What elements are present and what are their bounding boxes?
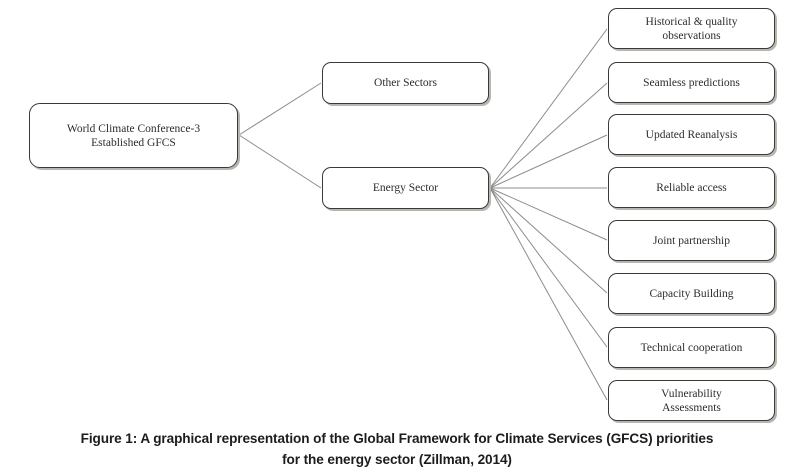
figure-caption-line1: Figure 1: A graphical representation of … xyxy=(80,431,714,446)
node-leaf-1-line1: Historical & quality xyxy=(645,15,738,28)
node-root-label-line1: World Climate Conference-3 xyxy=(66,122,201,135)
node-leaf-1-line2: observations xyxy=(662,29,721,42)
node-leaf-2-label: Seamless predictions xyxy=(643,76,740,89)
edge-energy-to-leaf-5 xyxy=(489,187,608,241)
node-updated-reanalysis: Updated Reanalysis xyxy=(608,114,775,155)
edge-energy-to-leaf-7 xyxy=(489,187,608,348)
edge-root-to-other-sectors xyxy=(238,82,322,136)
node-capacity-building: Capacity Building xyxy=(608,273,775,314)
edge-energy-to-leaf-2 xyxy=(489,82,608,189)
node-leaf-4-label: Reliable access xyxy=(656,181,727,194)
edge-energy-to-leaf-3 xyxy=(489,134,608,189)
node-leaf-7-label: Technical cooperation xyxy=(640,341,743,354)
node-seamless-predictions: Seamless predictions xyxy=(608,62,775,103)
figure-caption: Figure 1: A graphical representation of … xyxy=(0,428,794,470)
edge-energy-to-leaf-1 xyxy=(489,28,608,189)
edge-energy-to-leaf-8 xyxy=(489,187,608,401)
node-energy-sector-label: Energy Sector xyxy=(372,182,439,194)
edge-energy-to-leaf-6 xyxy=(489,187,608,294)
node-leaf-5-label: Joint partnership xyxy=(653,234,730,247)
node-technical-cooperation: Technical cooperation xyxy=(608,327,775,368)
node-joint-partnership: Joint partnership xyxy=(608,220,775,261)
node-reliable-access: Reliable access xyxy=(608,167,775,208)
figure-caption-line2: for the energy sector (Zillman, 2014) xyxy=(282,452,512,467)
node-leaf-8-line1: Vulnerability xyxy=(661,387,722,400)
node-other-sectors-label: Other Sectors xyxy=(374,77,437,89)
edge-root-to-energy-sector xyxy=(238,134,322,189)
node-other-sectors: Other Sectors xyxy=(322,62,489,104)
node-leaf-3-label: Updated Reanalysis xyxy=(645,128,738,141)
node-leaf-8-line2: Assessments xyxy=(662,401,721,414)
node-leaf-6-label: Capacity Building xyxy=(649,287,734,300)
node-root-label-line2: Established GFCS xyxy=(91,136,176,149)
node-energy-sector: Energy Sector xyxy=(322,167,489,209)
